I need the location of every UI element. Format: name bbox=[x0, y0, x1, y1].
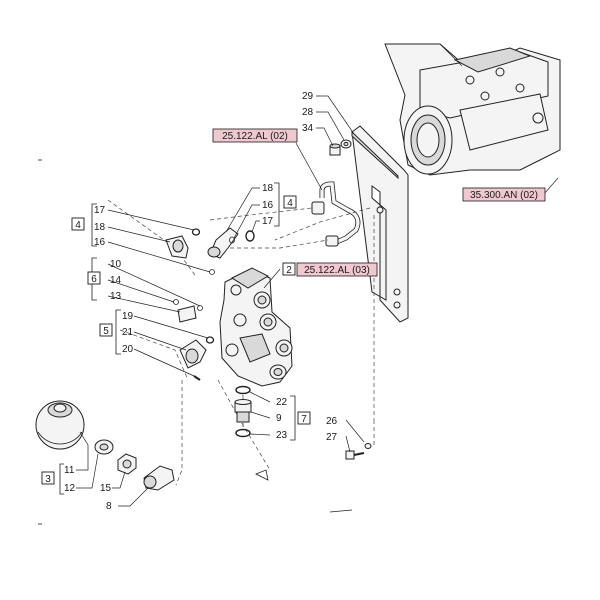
callout-16: 16 bbox=[262, 200, 274, 211]
callout-28: 28 bbox=[302, 107, 314, 118]
bolt-27 bbox=[345, 450, 365, 460]
group-box-7: 7 bbox=[297, 411, 311, 425]
callout-22: 22 bbox=[276, 397, 288, 408]
dash-line bbox=[230, 239, 329, 249]
group-label-7: 7 bbox=[301, 414, 307, 425]
callout-numbers: 29 28 34 18 16 17 17 18 16 10 14 13 19 2… bbox=[64, 91, 338, 512]
pin-20 bbox=[193, 375, 201, 381]
ref-link-axle[interactable]: 35.300.AN (02) bbox=[470, 190, 538, 201]
o-ring-17-left bbox=[191, 228, 201, 236]
ref-link-valve[interactable]: 25.122.AL (03) bbox=[304, 265, 370, 276]
dash-line bbox=[209, 207, 313, 221]
group-box-6: 6 bbox=[87, 271, 101, 285]
callout-11: 11 bbox=[64, 465, 75, 476]
callout-9: 9 bbox=[276, 413, 282, 424]
callout-21: 21 bbox=[122, 327, 134, 338]
group-label-2: 2 bbox=[286, 265, 292, 276]
o-ring-22 bbox=[235, 385, 251, 395]
callout-19: 19 bbox=[122, 311, 134, 322]
group-label-4: 4 bbox=[75, 220, 81, 231]
callout-15: 15 bbox=[100, 483, 112, 494]
adapter-8 bbox=[143, 465, 175, 491]
callout-20: 20 bbox=[122, 344, 134, 355]
axle-housing bbox=[384, 43, 561, 176]
group-label-3: 3 bbox=[45, 474, 51, 485]
group-box-2: 2 bbox=[282, 262, 296, 276]
o-ring-10 bbox=[197, 305, 203, 311]
group-box-4-left: 4 bbox=[71, 217, 85, 231]
callout-18: 18 bbox=[262, 183, 274, 194]
valve-block bbox=[219, 267, 293, 387]
callout-13: 13 bbox=[110, 291, 122, 302]
callout-26: 26 bbox=[326, 416, 338, 427]
ref-link-pipe[interactable]: 25.122.AL (02) bbox=[222, 131, 288, 142]
callout-16: 16 bbox=[94, 237, 106, 248]
group-box-5: 5 bbox=[99, 323, 113, 337]
dash-line bbox=[274, 207, 371, 241]
group-box-4-top: 4 bbox=[283, 195, 297, 209]
leader-lines bbox=[76, 95, 559, 507]
dash-line bbox=[119, 329, 189, 381]
mounting-bracket bbox=[351, 125, 409, 446]
callout-27: 27 bbox=[326, 432, 338, 443]
group-label-5: 5 bbox=[103, 326, 109, 337]
o-ring-23 bbox=[235, 428, 251, 438]
nut-15 bbox=[117, 453, 137, 475]
o-ring-16-upper bbox=[229, 236, 235, 244]
callout-10: 10 bbox=[110, 259, 122, 270]
washer-28 bbox=[340, 139, 352, 149]
group-label-6: 6 bbox=[91, 274, 97, 285]
callout-17: 17 bbox=[94, 205, 106, 216]
ref-box-valve[interactable]: 25.122.AL (03) bbox=[296, 262, 378, 277]
bolt-34 bbox=[329, 143, 341, 156]
dash-line bbox=[175, 380, 183, 486]
edge-mark bbox=[329, 509, 353, 513]
group-label-4: 4 bbox=[287, 198, 293, 209]
group-box-3: 3 bbox=[41, 471, 55, 485]
elbow-fitting-left bbox=[165, 235, 189, 259]
ref-box-pipe[interactable]: 25.122.AL (02) bbox=[212, 128, 298, 143]
callout-23: 23 bbox=[276, 430, 288, 441]
callout-8: 8 bbox=[106, 501, 112, 512]
ref-box-axle[interactable]: 35.300.AN (02) bbox=[462, 187, 546, 202]
hydraulic-pipe bbox=[295, 142, 361, 247]
elbow-fitting-upper bbox=[207, 227, 239, 259]
callout-17: 17 bbox=[262, 216, 274, 227]
fitting-9 bbox=[234, 399, 252, 423]
elbow-fitting-21 bbox=[179, 339, 207, 369]
callout-18: 18 bbox=[94, 222, 106, 233]
seal-ring-12 bbox=[94, 439, 114, 455]
callout-14: 14 bbox=[110, 275, 122, 286]
edge-mark bbox=[255, 469, 269, 481]
o-ring-19 bbox=[205, 336, 215, 344]
o-ring-17-upper bbox=[245, 230, 255, 242]
o-ring-14 bbox=[173, 299, 179, 305]
o-ring-16-left bbox=[209, 269, 215, 275]
callout-29: 29 bbox=[302, 91, 314, 102]
callout-34: 34 bbox=[302, 123, 314, 134]
washer-26 bbox=[364, 443, 372, 449]
accumulator-sphere bbox=[35, 400, 85, 450]
callout-12: 12 bbox=[64, 483, 76, 494]
straight-fitting-13 bbox=[177, 305, 197, 323]
